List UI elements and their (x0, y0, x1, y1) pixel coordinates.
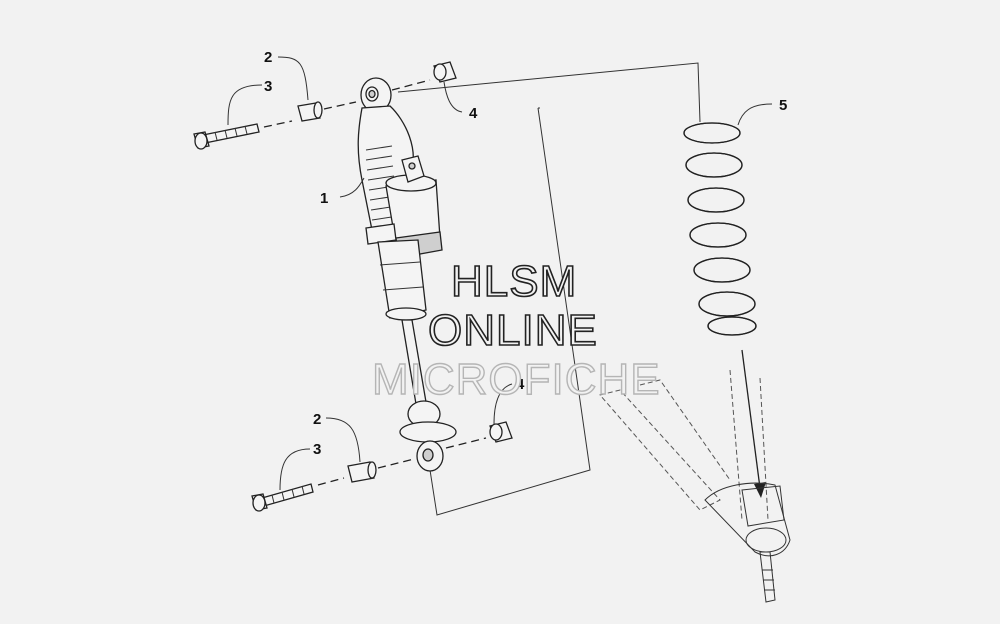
shock-absorber (357, 77, 457, 472)
a-arm-outline (599, 369, 791, 603)
upper-bushing (297, 101, 323, 122)
upper-nut (433, 61, 457, 83)
installation-arrow (741, 349, 766, 498)
callout-1: 1 (320, 190, 328, 207)
watermark-line-2: ONLINE (428, 306, 598, 355)
upper-axis-line-b (323, 101, 357, 110)
assembly-frame (397, 62, 701, 516)
callout-3-lower: 3 (313, 441, 321, 458)
lower-axis-line-a (317, 477, 345, 486)
watermark-line-1: HLSM (451, 257, 577, 306)
watermark-line-3: MICROFICHE (372, 355, 661, 404)
lower-bushing (347, 461, 377, 483)
callout-4-upper: 4 (469, 105, 478, 122)
callout-3-upper: 3 (264, 78, 272, 95)
callout-2-upper: 2 (264, 49, 272, 66)
lower-nut (489, 421, 513, 443)
upper-axis-line-c (391, 79, 431, 91)
lower-axis-line-b (377, 458, 415, 469)
callout-2-lower: 2 (313, 411, 321, 428)
lower-bolt (251, 483, 314, 512)
coil-spring (683, 122, 757, 336)
watermark: HLSM ONLINE MICROFICHE (371, 256, 661, 405)
leader-lines (227, 56, 773, 491)
lower-axis-line-c (445, 437, 487, 449)
upper-bolt (193, 123, 260, 150)
upper-axis-line-a (263, 120, 293, 128)
callout-4-lower: 4 (516, 376, 525, 393)
callout-5: 5 (779, 97, 787, 114)
